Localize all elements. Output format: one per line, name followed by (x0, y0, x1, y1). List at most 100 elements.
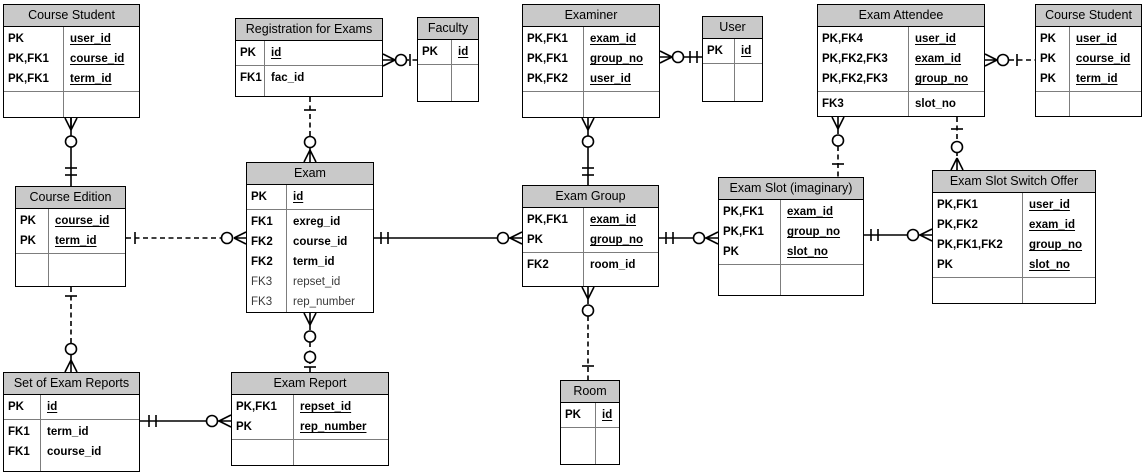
empty-section (418, 64, 478, 101)
attribute-name: group_no (915, 73, 969, 85)
column-divider (264, 41, 265, 96)
entity-title: Course Edition (16, 187, 125, 209)
attribute-name: term_id (70, 73, 112, 85)
key-label: PK,FK1 (236, 401, 277, 413)
attribute-name: user_id (1076, 33, 1117, 45)
attribute-name: slot_no (1029, 259, 1070, 271)
column-divider (451, 40, 452, 101)
attribute-name: exam_id (590, 214, 637, 226)
key-label: PK,FK2 (937, 219, 978, 231)
entity-title: Faculty (418, 18, 478, 40)
attribute-name: user_id (1029, 199, 1070, 211)
rel-set-of-exam-reports-exam-report (140, 414, 232, 428)
rel-course-edition-set-of-exam-reports (64, 287, 78, 373)
entity-title: Course Student (4, 5, 139, 27)
key-label: FK3 (251, 276, 273, 288)
attribute-name: user_id (70, 33, 111, 45)
entity-title: Course Student (1036, 5, 1141, 27)
attribute-name: exam_id (787, 206, 834, 218)
key-label: PK (527, 234, 543, 246)
entity-title: Set of Exam Reports (4, 373, 139, 395)
attribute-name: course_id (47, 446, 102, 458)
key-label: PK,FK1 (527, 33, 568, 45)
attribute-name: repset_id (300, 401, 352, 413)
rel-exam-exam-group (374, 231, 523, 245)
entity-title: Exam Attendee (818, 5, 984, 27)
key-label: FK1 (8, 446, 30, 458)
attribute-name: group_no (590, 234, 644, 246)
key-label: PK,FK1 (723, 206, 764, 218)
empty-section (523, 91, 659, 117)
rel-exam-attendee-course-student (984, 53, 1035, 67)
key-label: PK,FK4 (822, 33, 863, 45)
attribute-row: PK user_id (4, 29, 139, 49)
empty-section (933, 277, 1095, 303)
attribute-row: FK1 course_id (4, 442, 139, 462)
attribute-name: id (293, 191, 304, 203)
attribute-row: FK2 course_id (247, 232, 373, 252)
empty-section (4, 91, 139, 117)
entity-title: Examiner (523, 5, 659, 27)
column-divider (48, 209, 49, 286)
attribute-name: course_id (293, 236, 348, 248)
column-divider (908, 27, 909, 116)
attribute-name: group_no (787, 226, 841, 238)
key-label: FK2 (251, 256, 273, 268)
rel-exam-attendee-switch-offer (950, 117, 964, 171)
attribute-row: PK,FK1 exam_id (719, 202, 863, 222)
column-divider (293, 395, 294, 465)
attribute-name: room_id (590, 259, 636, 271)
key-label: PK,FK1 (8, 53, 49, 65)
attribute-name: course_id (1076, 53, 1131, 65)
attribute-name: term_id (1076, 73, 1118, 85)
key-label: PK,FK2 (527, 73, 568, 85)
attribute-name: fac_id (271, 72, 305, 84)
key-label: FK3 (822, 98, 844, 110)
attribute-name: rep_number (300, 421, 367, 433)
key-label: FK3 (251, 296, 273, 308)
key-label: PK,FK1 (527, 53, 568, 65)
key-label: PK (8, 33, 24, 45)
attribute-name: id (47, 401, 58, 413)
column-divider (780, 200, 781, 295)
rel-course-edition-exam (126, 231, 247, 245)
entity-title: Exam Slot (imaginary) (719, 178, 863, 200)
empty-section (16, 253, 125, 286)
key-label: FK2 (251, 236, 273, 248)
